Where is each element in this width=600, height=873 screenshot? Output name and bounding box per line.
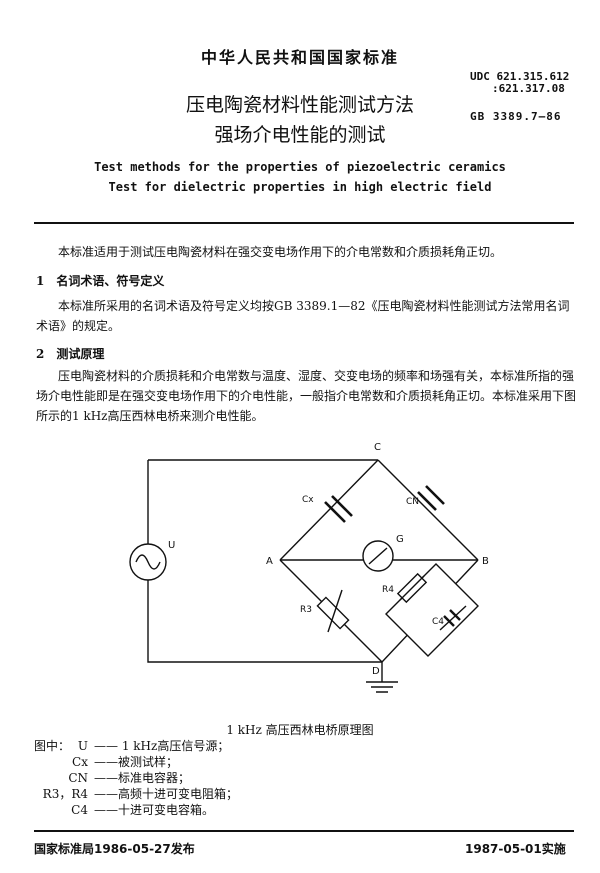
legend-symbol: R3，R4 (42, 787, 88, 801)
c4-plate-2 (449, 609, 461, 621)
section-1-heading: 1 名词术语、符号定义 (36, 272, 176, 289)
schering-bridge-diagram: C A B D U G Cx CN R3 R4 C4 (129, 442, 489, 693)
legend-symbol: CN (68, 771, 88, 785)
legend-item: U —— 1 kHz高压信号源； (34, 738, 334, 754)
r3-variable-arrow (327, 589, 343, 633)
udc-line-1: UDC 621.315.612 (470, 70, 570, 83)
c4-variable-arrow (439, 605, 467, 631)
cx-label: Cx (302, 495, 314, 505)
ground-icon (366, 681, 398, 693)
arm-a-c (279, 459, 379, 561)
legend-item: R3，R4 ——高频十进可变电阻箱； (34, 786, 334, 802)
section-2-title: 测试原理 (56, 347, 105, 361)
legend-desc: —— 1 kHz高压信号源； (94, 739, 230, 753)
section-2-number: 2 (36, 347, 45, 361)
header-divider (34, 222, 574, 224)
cn-plate-2 (425, 485, 445, 505)
legend-item: Cx ——被测试样； (34, 754, 334, 770)
diagram-caption: 1 kHz 高压西林电桥原理图 (226, 723, 374, 737)
legend-symbol: U (77, 739, 88, 753)
legend-desc: ——标准电容器； (94, 771, 191, 785)
r3-label: R3 (300, 605, 312, 615)
r4-label: R4 (382, 585, 394, 595)
galvanometer-g-label: G (396, 534, 404, 545)
effective-date: 1987-05-01实施 (465, 842, 566, 856)
standard-org-heading: 中华人民共和国国家标准 (200, 48, 399, 67)
legend-symbol: Cx (72, 755, 88, 769)
section-1-title: 名词术语、符号定义 (56, 274, 165, 288)
legend-intro: 图中： (34, 739, 71, 753)
source-u-label: U (168, 540, 175, 551)
title-cn-line-1: 压电陶瓷材料性能测试方法 (185, 94, 414, 116)
title-en-line-2: Test for dielectric properties in high e… (108, 180, 492, 194)
issue-date: 国家标准局1986-05-27发布 (34, 842, 195, 856)
cn-plate-1 (417, 491, 437, 511)
section-1-text: 本标准所采用的名词术语及符号定义均按GB 3389.1—82《压电陶瓷材料性能测… (36, 299, 570, 333)
footer-divider (34, 830, 574, 832)
c4-label: C4 (432, 617, 444, 627)
udc-line-2: :621.317.08 (492, 82, 565, 95)
node-a-label: A (266, 556, 273, 567)
gb-number: GB 3389.7—86 (470, 110, 562, 123)
r4-variable-arrow (399, 575, 425, 601)
legend-item: C4 ——十进可变电容箱。 (34, 802, 334, 818)
node-d-label: D (372, 666, 380, 677)
title-cn-line-2: 强场介电性能的测试 (214, 124, 386, 146)
galvanometer-needle (368, 547, 388, 565)
legend-symbol: C4 (71, 803, 88, 817)
r3-resistor (316, 596, 350, 630)
udc-code: UDC 621.315.612 :621.317.08 (470, 71, 569, 95)
cx-plate-1 (324, 501, 346, 523)
cx-plate-2 (331, 495, 353, 517)
legend-desc: ——被测试样； (94, 755, 179, 769)
node-c-label: C (374, 442, 381, 453)
legend-item: CN ——标准电容器； (34, 770, 334, 786)
wire-left (147, 460, 382, 663)
intro-paragraph: 本标准适用于测试压电陶瓷材料在强交变电场作用下的介电常数和介质损耗角正切。 (58, 245, 503, 259)
section-2-text: 压电陶瓷材料的介质损耗和介电常数与温度、湿度、交变电场的频率和场强有关，本标准所… (36, 369, 577, 423)
source-sine-icon (135, 554, 161, 570)
legend-desc: ——十进可变电容箱。 (94, 803, 215, 817)
title-en-line-1: Test methods for the properties of piezo… (94, 160, 506, 174)
node-b-label: B (482, 556, 489, 567)
legend-desc: ——高频十进可变电阻箱； (94, 787, 239, 801)
section-2-heading: 2 测试原理 (36, 345, 116, 362)
arm-c-b (377, 459, 479, 561)
cn-label: CN (406, 497, 419, 507)
section-1-number: 1 (36, 274, 45, 288)
legend-list: U —— 1 kHz高压信号源； Cx ——被测试样； CN ——标准电容器； … (34, 738, 334, 818)
